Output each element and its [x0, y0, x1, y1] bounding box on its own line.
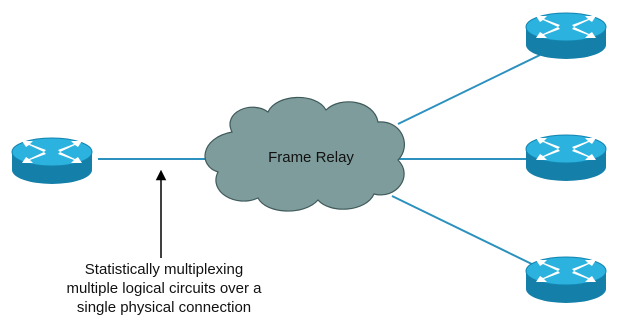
link-cloud-router-top	[397, 54, 541, 125]
annotation-caption: Statistically multiplexing multiple logi…	[14, 260, 314, 317]
caption-line-3: single physical connection	[76, 299, 252, 316]
router-middle-right-icon	[525, 134, 607, 182]
link-cloud-router-bottom	[391, 195, 541, 269]
cloud-label: Frame Relay	[268, 149, 354, 166]
router-left-icon	[11, 137, 93, 185]
router-bottom-right-icon	[525, 256, 607, 304]
router-top-right-icon	[525, 12, 607, 60]
frame-relay-cloud-icon	[204, 96, 405, 212]
caption-line-2: multiple logical circuits over a	[66, 280, 262, 297]
caption-line-1: Statistically multiplexing	[84, 261, 244, 278]
